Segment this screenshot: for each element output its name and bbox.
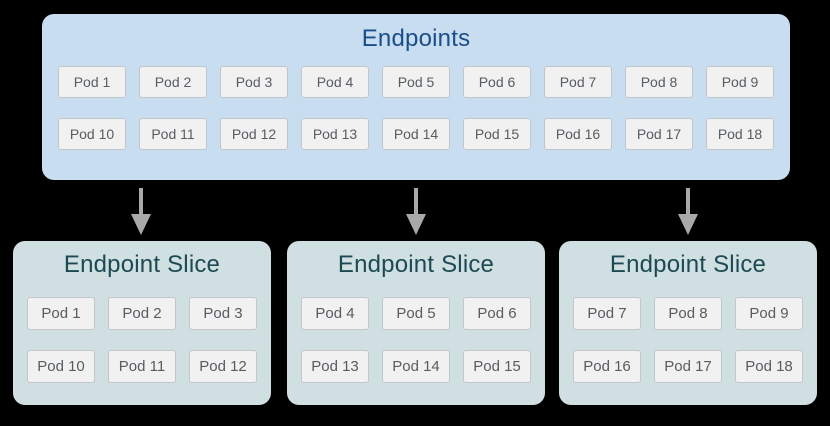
pod-chip: Pod 6	[463, 66, 531, 98]
pod-chip: Pod 9	[735, 297, 803, 330]
pod-chip: Pod 13	[301, 350, 369, 383]
pod-chip: Pod 9	[706, 66, 774, 98]
pod-chip: Pod 3	[189, 297, 257, 330]
pod-chip: Pod 1	[58, 66, 126, 98]
endpoint-slice-box-2: Endpoint Slice Pod 4 Pod 5 Pod 6 Pod 13 …	[287, 241, 545, 405]
pod-chip: Pod 15	[463, 118, 531, 150]
pod-chip: Pod 2	[139, 66, 207, 98]
pod-chip: Pod 2	[108, 297, 176, 330]
pod-chip: Pod 12	[189, 350, 257, 383]
endpoints-title: Endpoints	[361, 25, 471, 52]
pod-chip: Pod 18	[735, 350, 803, 383]
pod-chip: Pod 4	[301, 66, 369, 98]
endpoint-slice-title: Endpoint Slice	[63, 251, 221, 278]
pod-chip: Pod 14	[382, 118, 450, 150]
pod-chip: Pod 14	[382, 350, 450, 383]
pod-chip: Pod 10	[58, 118, 126, 150]
down-arrow-icon	[406, 188, 426, 235]
endpoint-slice-box-3: Endpoint Slice Pod 7 Pod 8 Pod 9 Pod 16 …	[559, 241, 817, 405]
pod-chip: Pod 16	[573, 350, 641, 383]
pod-chip: Pod 1	[27, 297, 95, 330]
down-arrow-icon	[131, 188, 151, 235]
pod-chip: Pod 10	[27, 350, 95, 383]
slice-pod-grid: Pod 4 Pod 5 Pod 6 Pod 13 Pod 14 Pod 15	[287, 297, 545, 383]
down-arrow-icon	[678, 188, 698, 235]
pod-chip: Pod 17	[654, 350, 722, 383]
endpoint-slice-title: Endpoint Slice	[609, 251, 767, 278]
pod-chip: Pod 6	[463, 297, 531, 330]
pod-chip: Pod 5	[382, 297, 450, 330]
pod-chip: Pod 3	[220, 66, 288, 98]
endpoint-slice-title: Endpoint Slice	[337, 251, 495, 278]
pod-chip: Pod 12	[220, 118, 288, 150]
pod-chip: Pod 13	[301, 118, 369, 150]
endpoints-pod-grid: Pod 1 Pod 2 Pod 3 Pod 4 Pod 5 Pod 6 Pod …	[42, 66, 790, 150]
pod-chip: Pod 7	[573, 297, 641, 330]
slice-pod-grid: Pod 1 Pod 2 Pod 3 Pod 10 Pod 11 Pod 12	[13, 297, 271, 383]
pod-chip: Pod 8	[625, 66, 693, 98]
endpoint-slice-box-1: Endpoint Slice Pod 1 Pod 2 Pod 3 Pod 10 …	[13, 241, 271, 405]
pod-chip: Pod 17	[625, 118, 693, 150]
pod-chip: Pod 18	[706, 118, 774, 150]
pod-chip: Pod 15	[463, 350, 531, 383]
endpoints-box: Endpoints Pod 1 Pod 2 Pod 3 Pod 4 Pod 5 …	[42, 14, 790, 180]
pod-chip: Pod 8	[654, 297, 722, 330]
pod-chip: Pod 16	[544, 118, 612, 150]
slice-pod-grid: Pod 7 Pod 8 Pod 9 Pod 16 Pod 17 Pod 18	[559, 297, 817, 383]
pod-chip: Pod 5	[382, 66, 450, 98]
pod-chip: Pod 7	[544, 66, 612, 98]
pod-chip: Pod 11	[139, 118, 207, 150]
pod-chip: Pod 4	[301, 297, 369, 330]
pod-chip: Pod 11	[108, 350, 176, 383]
